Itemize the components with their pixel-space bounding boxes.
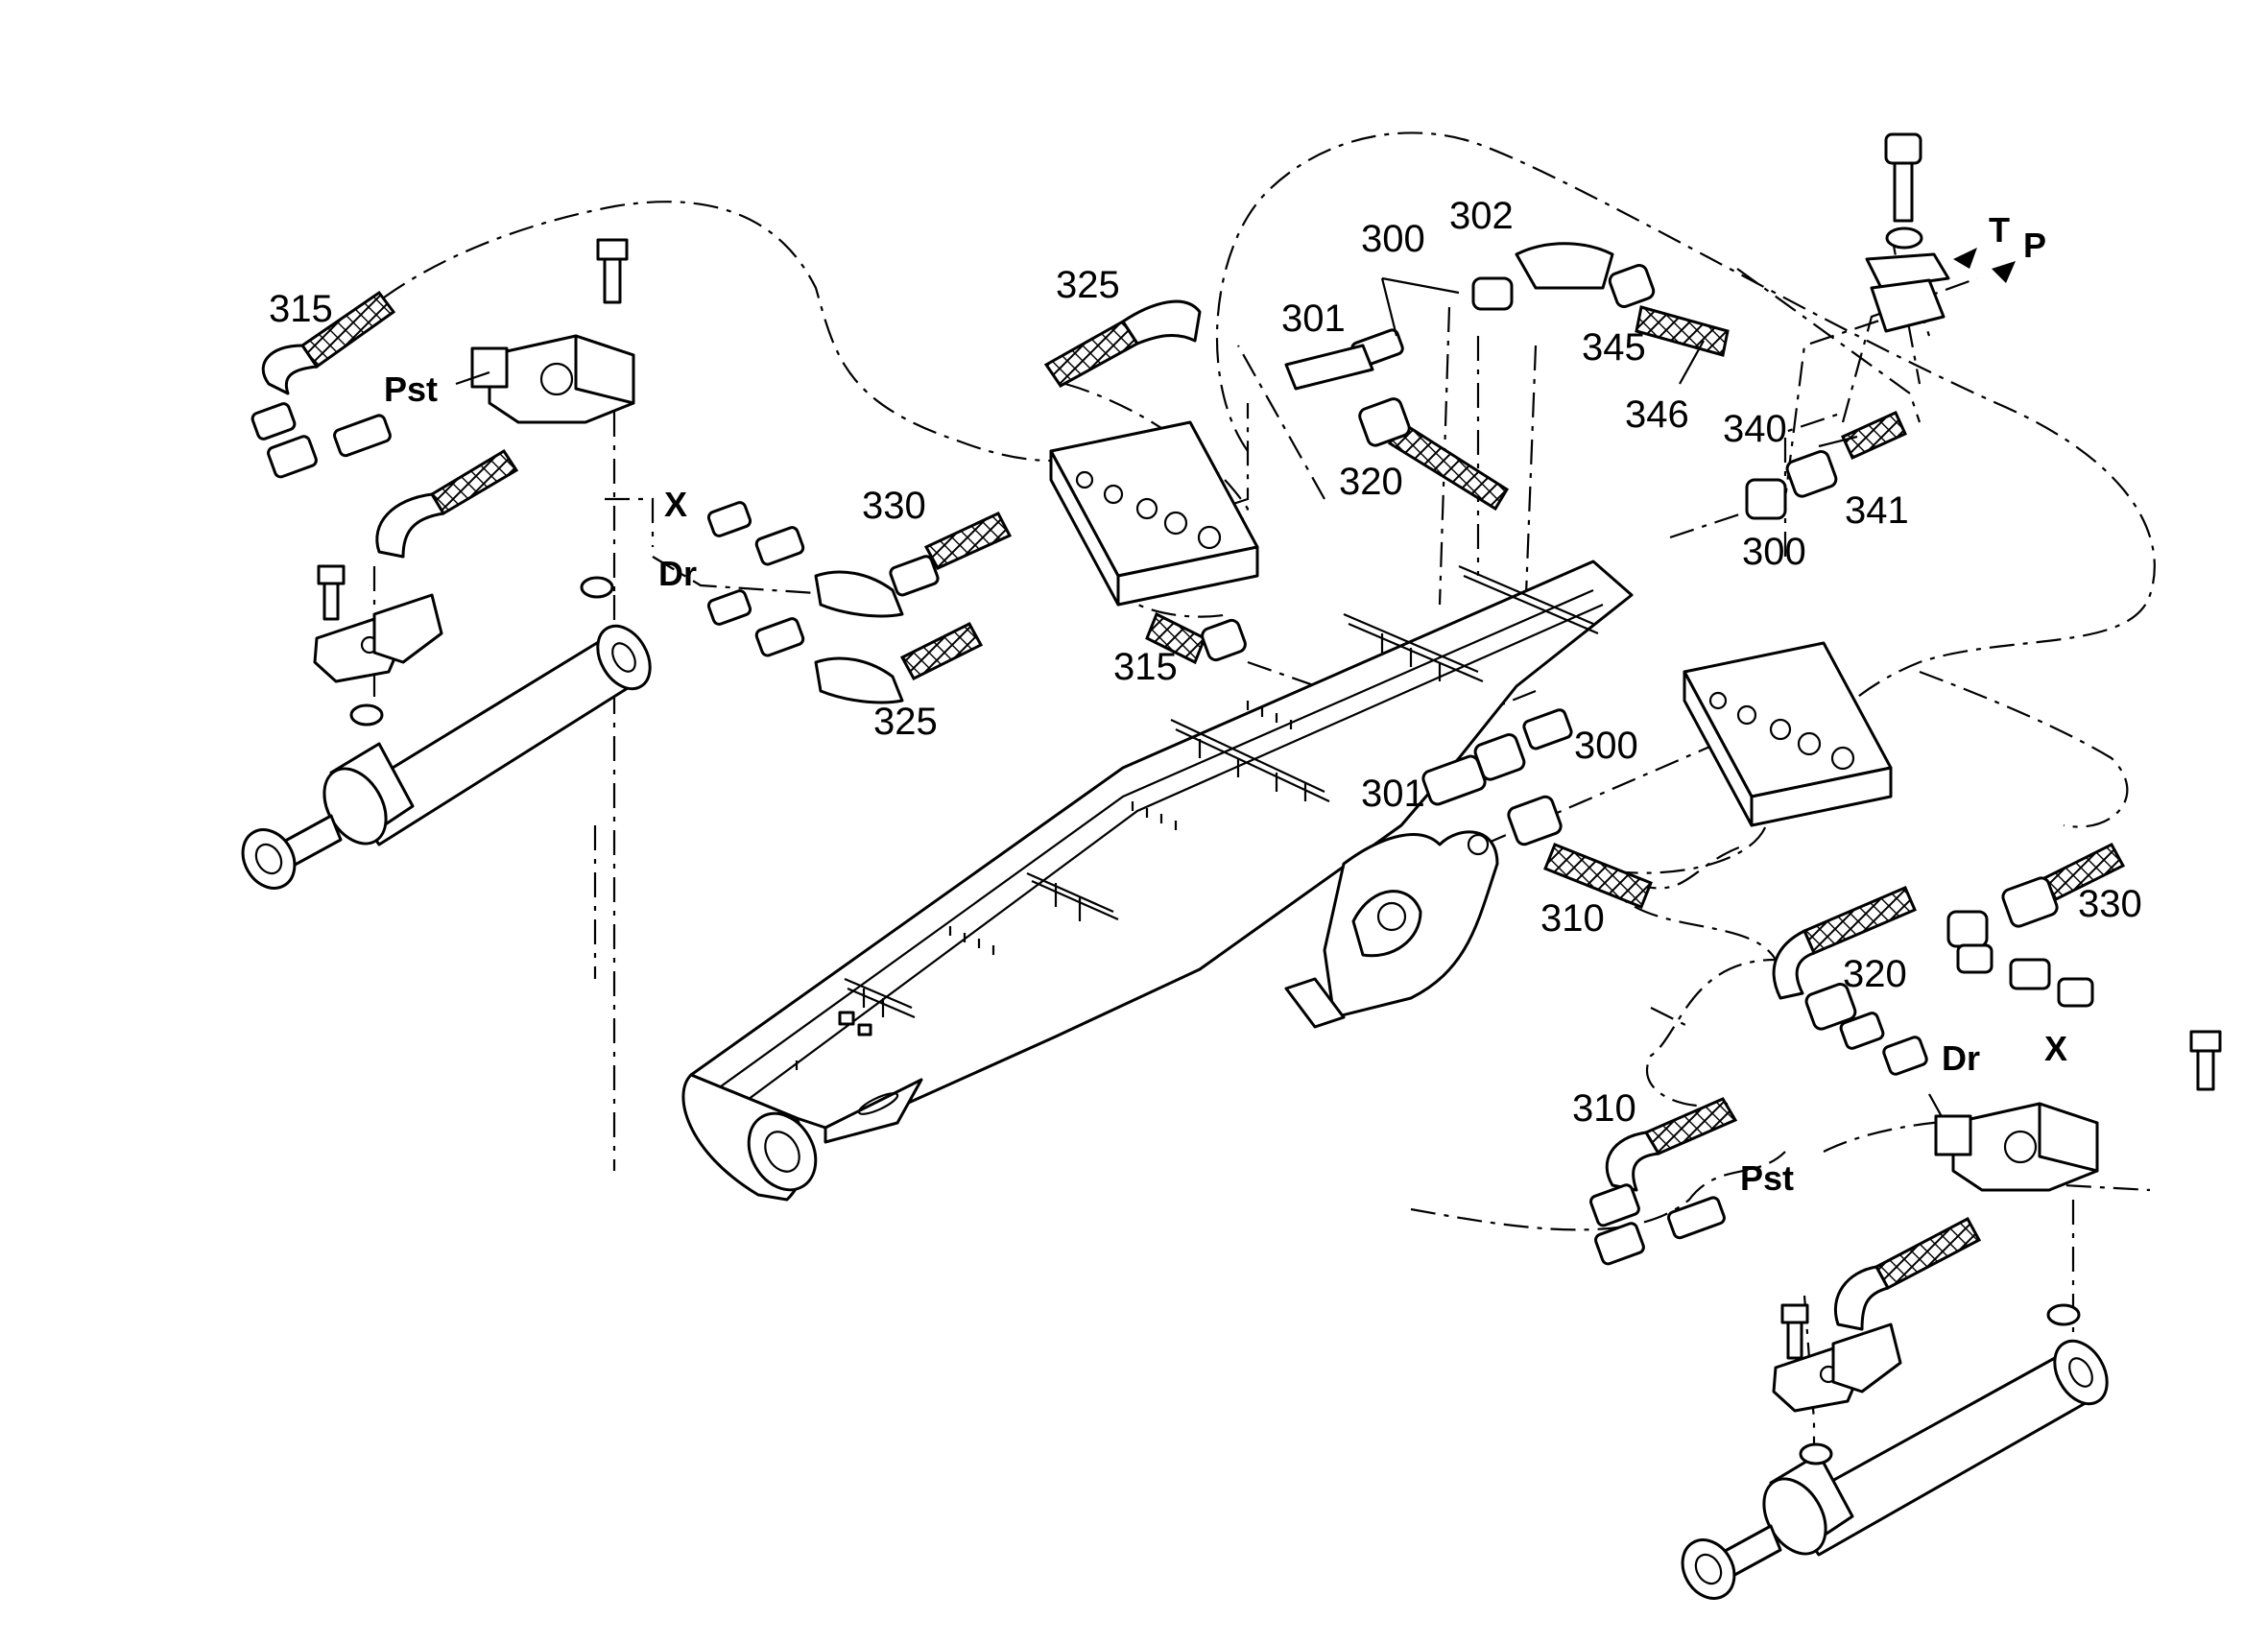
hoses [261,290,2126,1331]
label-301-top: 301 [1281,298,1346,340]
port-labels: Pst X Dr T P Dr X Pst [384,210,2067,1198]
label-302: 302 [1449,195,1514,237]
label-346: 346 [1625,393,1689,436]
hose-clamps [838,564,1599,1036]
right-mount-parts [1772,1303,2081,1465]
boom-arm [681,560,1634,1202]
left-mount-parts [313,564,614,727]
bracket-block-left [1049,420,1259,607]
part-number-labels: 315 325 300 302 301 345 346 340 341 300 … [269,195,2142,1130]
label-310-middle: 310 [1540,897,1605,940]
port-pst-left: Pst [384,369,438,409]
label-300-middle: 300 [1574,725,1638,767]
port-p: P [2023,226,2046,265]
bracket-block-right [1683,641,1893,827]
label-325-top: 325 [1056,264,1120,306]
port-x-left: X [664,485,687,524]
label-341: 341 [1845,489,1909,532]
port-dr-left: Dr [658,554,697,593]
boom-bolt-holes [795,701,1293,1070]
label-320-top: 320 [1339,461,1403,503]
label-301-middle: 301 [1361,773,1425,815]
label-300-top: 300 [1361,218,1425,260]
fittings [251,132,2094,1266]
label-330-left: 330 [862,485,926,527]
label-320-right: 320 [1843,953,1907,995]
port-t: T [1989,210,2010,250]
label-325-bottom: 325 [873,701,938,743]
label-345: 345 [1582,326,1646,369]
left-cylinder [241,624,652,890]
label-315-middle: 315 [1113,646,1178,688]
label-340: 340 [1723,408,1787,450]
right-cylinder [1681,1339,2109,1600]
port-x-right: X [2044,1029,2067,1068]
port-dr-right: Dr [1942,1038,1980,1078]
left-valve [470,238,635,424]
label-310-bottom: 310 [1572,1087,1636,1130]
label-315-top-left: 315 [269,288,333,330]
leader-lines [455,276,1858,448]
port-pst-right: Pst [1740,1158,1794,1198]
label-330-right: 330 [2078,883,2142,925]
right-valve [1934,1030,2222,1192]
label-300-right: 300 [1742,531,1806,573]
